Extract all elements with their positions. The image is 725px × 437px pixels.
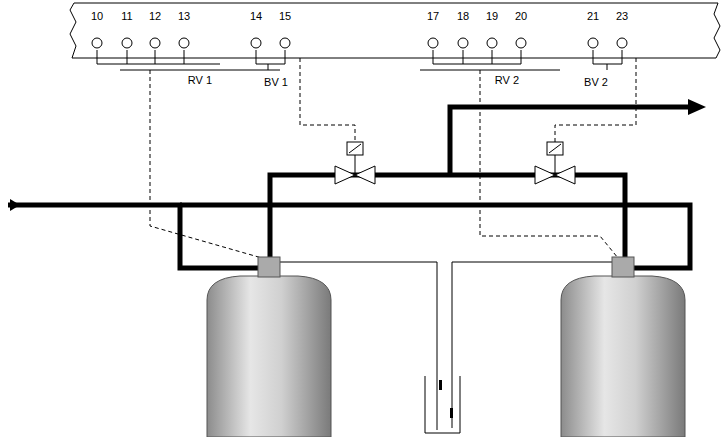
terminal-number: 14 [249, 10, 263, 23]
electrode [450, 408, 453, 418]
solenoid-valve [535, 142, 575, 184]
terminal-number: 13 [177, 10, 191, 23]
terminal-number: 20 [514, 10, 528, 23]
group-label: RV 1 [187, 74, 213, 87]
outlet-arrowhead [688, 99, 706, 115]
resin-tank [561, 257, 685, 437]
terminal-number: 17 [426, 10, 440, 23]
group-label: BV 2 [583, 76, 609, 89]
terminal-screws [92, 38, 627, 48]
terminal-number: 10 [90, 10, 104, 23]
solenoid-valve [335, 142, 375, 184]
pipes [180, 107, 690, 268]
terminal-number: 15 [278, 10, 292, 23]
brine-tank [425, 376, 460, 433]
terminal-brackets [97, 50, 622, 70]
terminal-number: 19 [485, 10, 499, 23]
group-label: RV 2 [494, 74, 520, 87]
inlet-arrow [8, 203, 182, 208]
terminal-number: 11 [120, 10, 133, 23]
terminal-number: 21 [586, 10, 600, 23]
group-label: BV 1 [263, 76, 289, 89]
terminal-number: 12 [148, 10, 162, 23]
terminal-number: 23 [615, 10, 629, 23]
inlet-arrowhead [10, 199, 20, 211]
terminal-strip [70, 3, 720, 58]
terminal-number: 18 [456, 10, 470, 23]
resin-tank [207, 257, 331, 437]
electrode [439, 380, 442, 390]
control-lines [150, 58, 636, 258]
